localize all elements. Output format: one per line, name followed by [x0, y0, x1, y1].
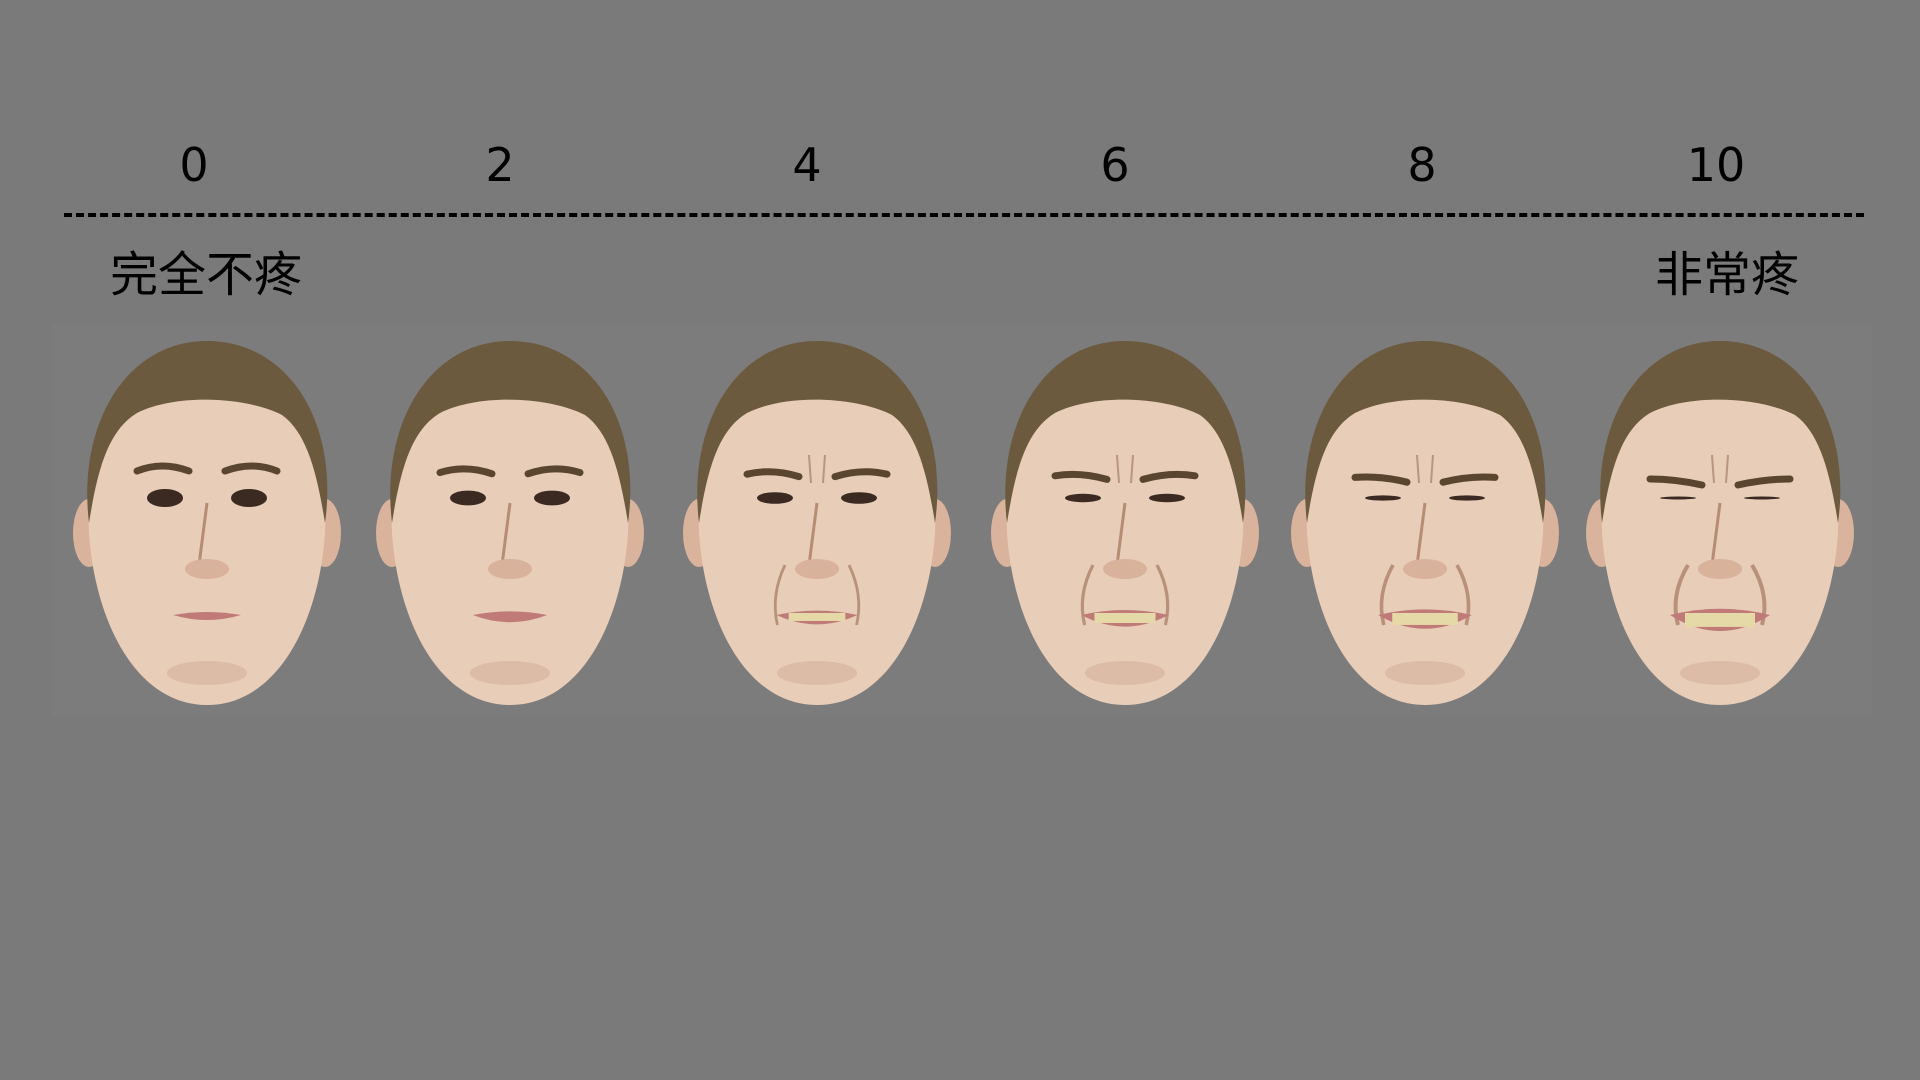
faces-row	[52, 325, 1872, 715]
face-pain-6-icon	[985, 333, 1265, 713]
dashed-scale-line	[64, 213, 1864, 217]
tick-label-10: 10	[1686, 138, 1746, 192]
tick-label-6: 6	[1100, 138, 1130, 192]
tick-label-8: 8	[1407, 138, 1437, 192]
tick-label-4: 4	[792, 138, 822, 192]
face-pain-2-icon	[370, 333, 650, 713]
face-pain-4-icon	[677, 333, 957, 713]
right-anchor-label: 非常疼	[1655, 247, 1800, 303]
face-pain-10-icon	[1580, 333, 1860, 713]
tick-label-2: 2	[485, 138, 515, 192]
left-anchor-label: 完全不疼	[110, 247, 303, 303]
face-pain-0-icon	[67, 333, 347, 713]
tick-label-0: 0	[179, 138, 209, 192]
face-pain-8-icon	[1285, 333, 1565, 713]
